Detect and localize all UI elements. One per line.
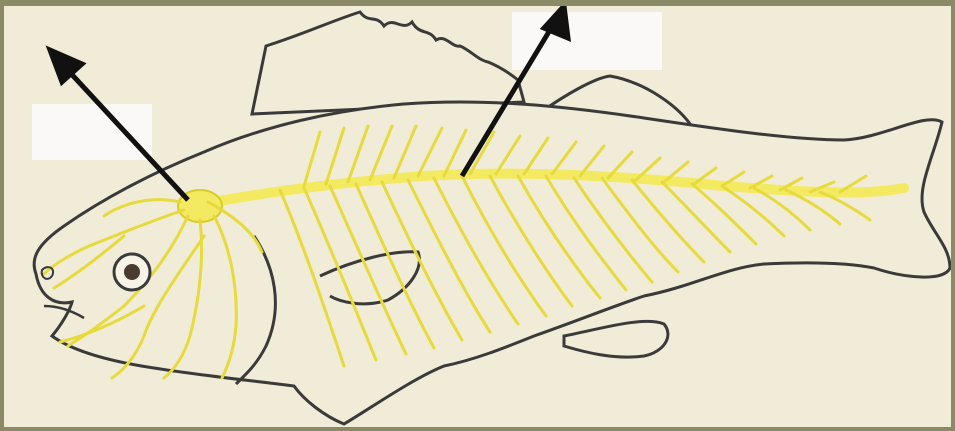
dorsal-fin [252,12,524,114]
fish-nervous-system-diagram [4,6,951,427]
diagram-frame [4,6,951,427]
pelvic-fin [564,321,668,357]
arrow-to-brain [50,50,188,200]
fish-body-outline [34,102,950,424]
eye-pupil [124,264,140,280]
